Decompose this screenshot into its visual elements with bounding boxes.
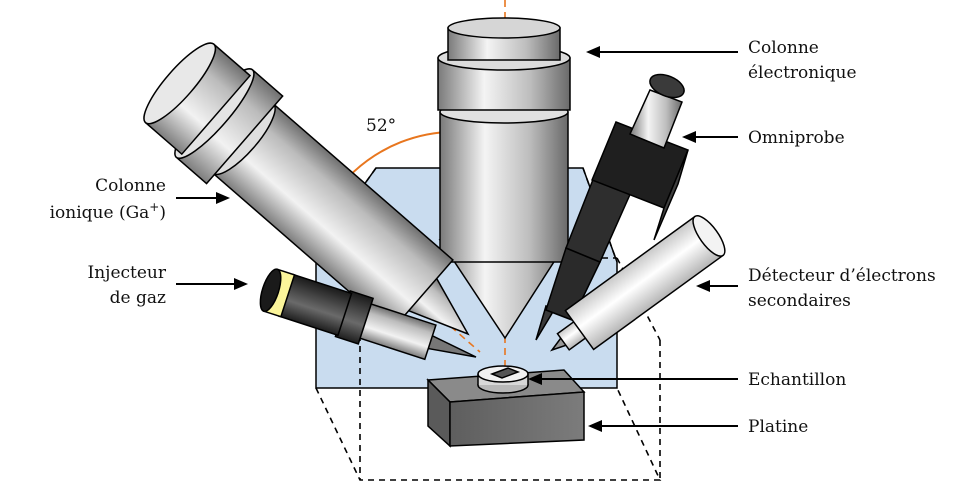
gas-injector [259,268,477,361]
label-detector-line1: Détecteur d’électrons [748,266,936,286]
label-electron-column-line2: électronique [748,63,857,83]
secondary-electron-detector [549,215,726,352]
sample-holder [477,365,529,394]
label-sample: Echantillon [748,370,846,390]
label-omniprobe: Omniprobe [748,128,845,148]
label-gas-injector-line2: de gaz [110,288,166,308]
ion-column [143,42,470,336]
omniprobe [535,73,689,341]
label-electron-column-line1: Colonne [748,38,819,58]
label-ion-column-line1: Colonne [95,176,166,196]
label-stage: Platine [748,417,808,437]
label-gas-injector-line1: Injecteur [88,263,167,283]
label-detector-line2: secondaires [748,291,851,311]
label-ion-column-line2: ionique (Ga+) [50,200,166,223]
callout-arrows [176,46,738,432]
electron-column [437,17,571,340]
angle-label: 52° [366,116,396,136]
